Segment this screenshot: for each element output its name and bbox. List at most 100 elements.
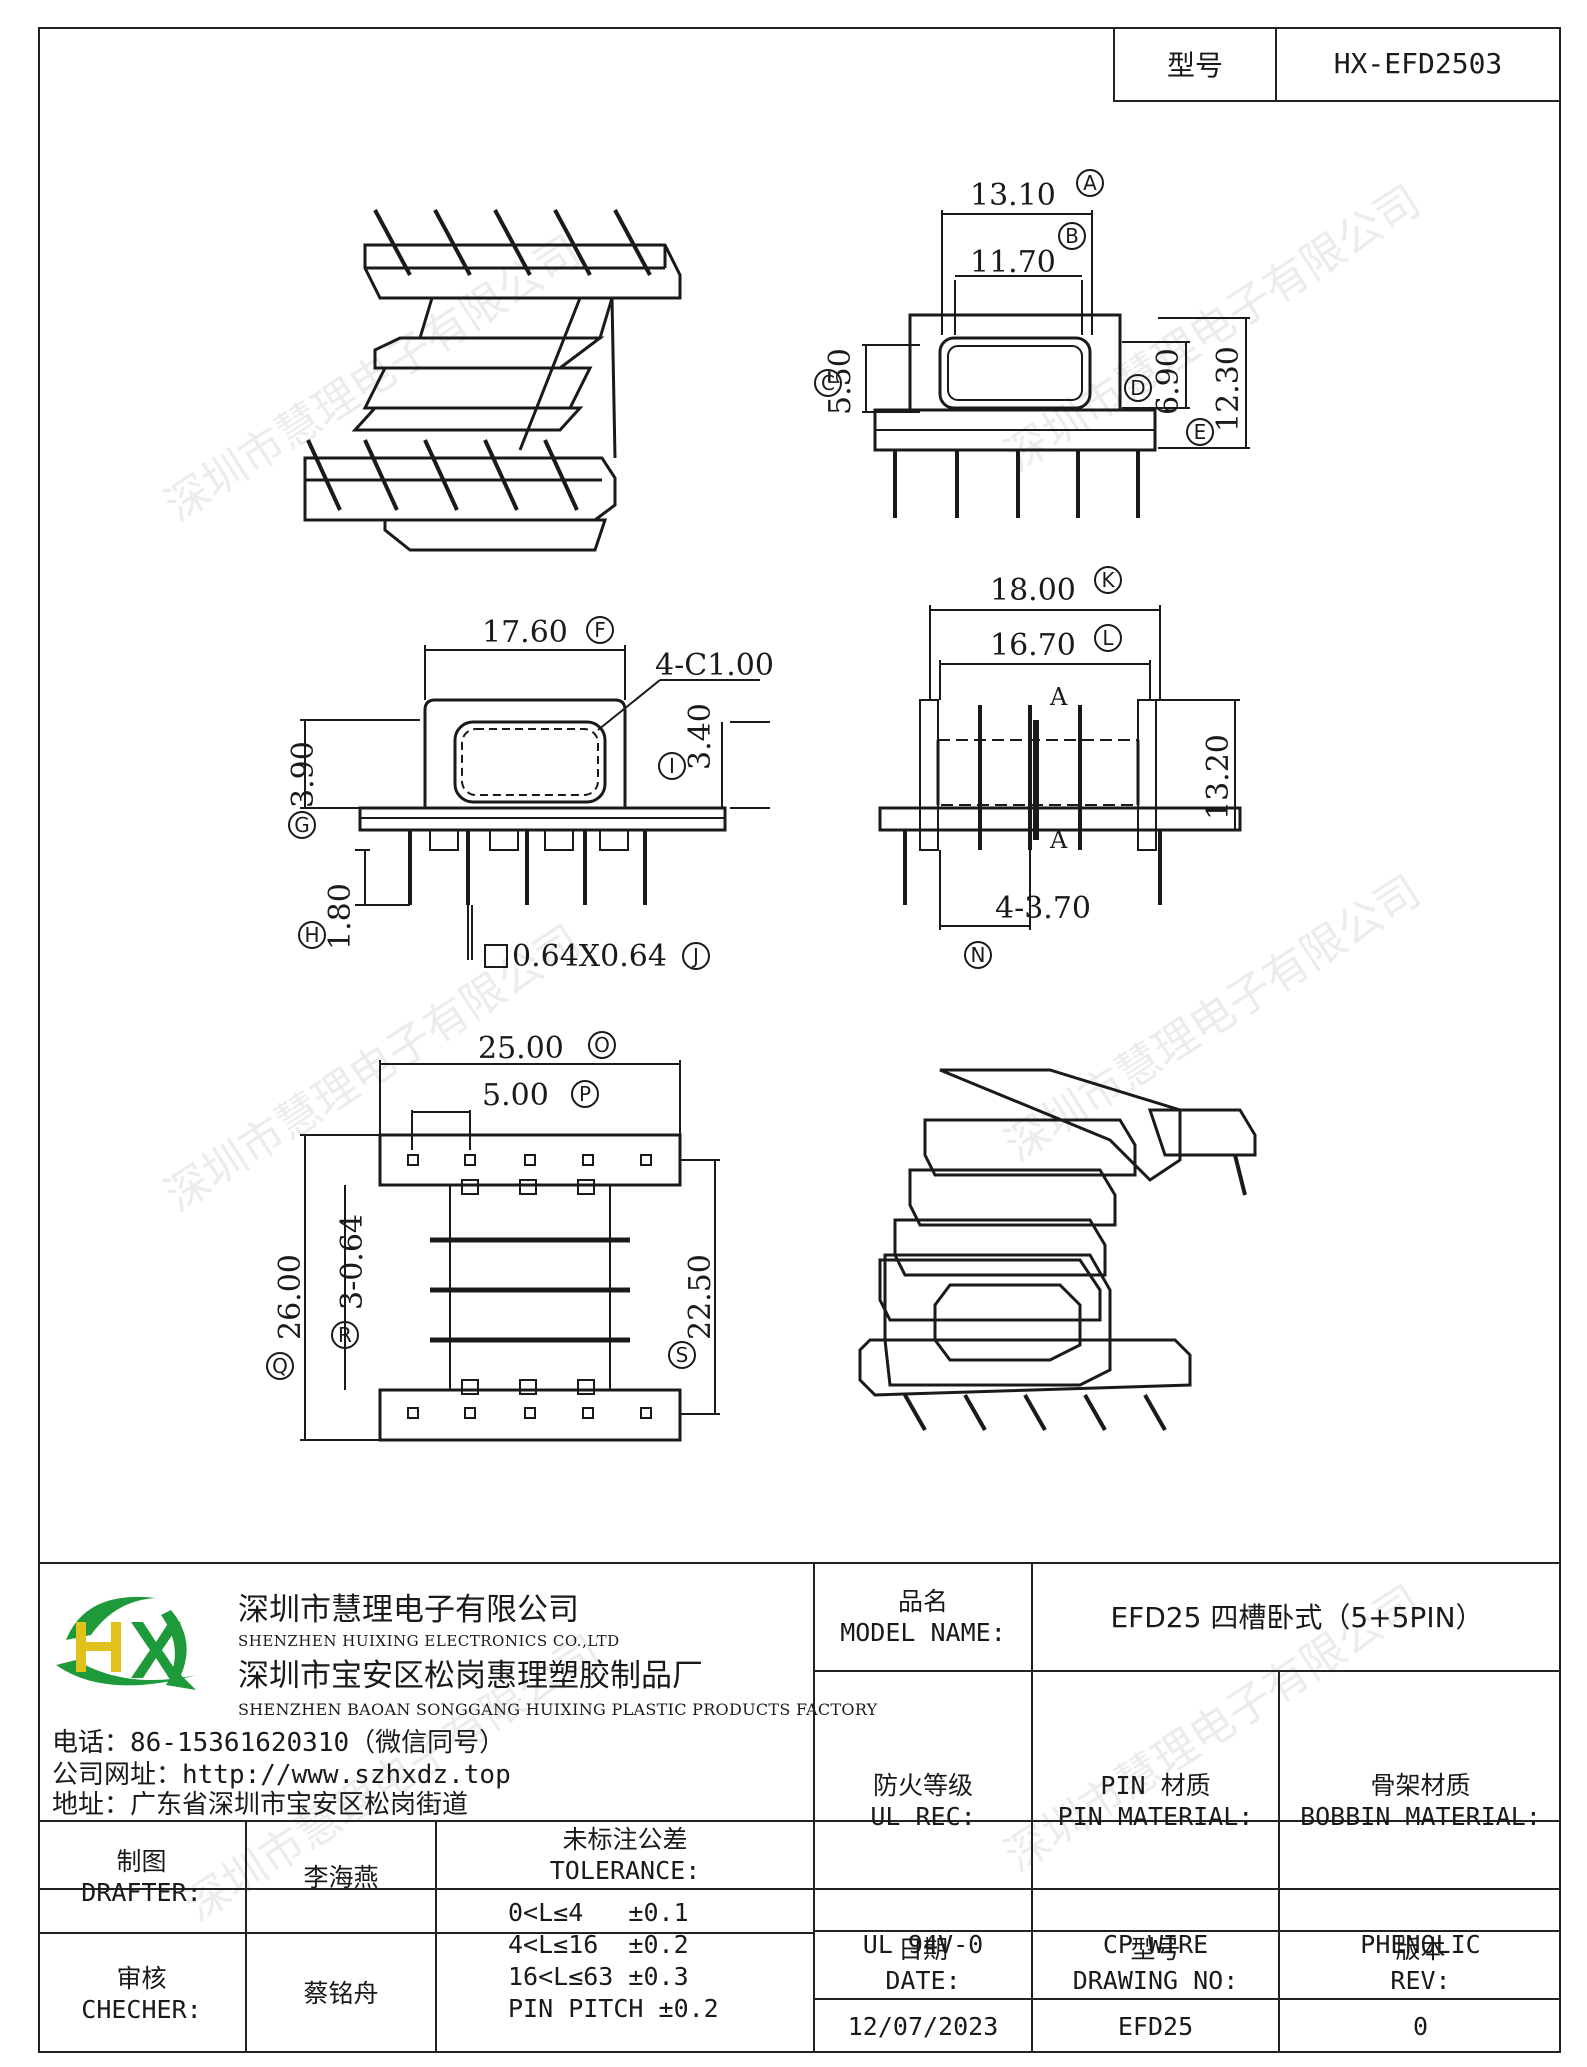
marker-h: H: [298, 921, 326, 949]
dim-e: 12.30: [1211, 346, 1246, 432]
svg-text:L: L: [1102, 626, 1114, 650]
svg-text:O: O: [594, 1033, 610, 1057]
isometric-view-top: [303, 209, 682, 552]
marker-r: R: [331, 1321, 359, 1349]
top-view: [878, 605, 1242, 930]
tolerance-row: 0<L≤4 ±0.1: [508, 1898, 689, 1927]
svg-text:N: N: [971, 943, 986, 967]
factory-name-en: SHENZHEN BAOAN SONGGANG HUIXING PLASTIC …: [238, 1700, 878, 1719]
dim-chamfer: 4-C1.00: [655, 648, 774, 683]
model-header: 型号 HX-EFD2503: [1113, 27, 1561, 102]
bottom-view: [300, 1060, 720, 1442]
company-name-en: SHENZHEN HUIXING ELECTRONICS CO.,LTD: [238, 1632, 620, 1650]
dim-h: 1.80: [323, 883, 358, 950]
tolerance-row: 4<L≤16 ±0.2: [508, 1930, 689, 1959]
svg-text:J: J: [691, 944, 699, 968]
marker-j: J: [682, 942, 710, 970]
svg-text:A: A: [1083, 171, 1097, 195]
svg-text:B: B: [1065, 224, 1079, 248]
marker-l: L: [1094, 624, 1122, 652]
model-value: HX-EFD2503: [1333, 47, 1503, 80]
dim-o: 25.00: [478, 1031, 564, 1066]
tolerance-row: PIN PITCH ±0.2: [508, 1994, 719, 2023]
model-name-value: EFD25 四槽卧式（5+5PIN）: [1110, 1600, 1484, 1634]
marker-e: E: [1186, 418, 1214, 446]
technical-drawing: 13.10 11.70 5.50 6.90 12.30 17.60 4-C1.0…: [266, 169, 1257, 1442]
dim-k: 18.00: [990, 573, 1076, 608]
dim-m: 13.20: [1201, 734, 1236, 820]
dim-i: 3.40: [683, 703, 718, 770]
rev-value: 0: [1412, 2012, 1429, 2041]
marker-a: A: [1076, 169, 1104, 197]
dimension-labels: 13.10 11.70 5.50 6.90 12.30 17.60 4-C1.0…: [273, 178, 1246, 1340]
svg-text:P: P: [579, 1082, 591, 1106]
marker-s: S: [668, 1341, 696, 1369]
company-logo: [56, 1596, 196, 1690]
dim-q: 26.00: [273, 1254, 308, 1340]
svg-text:E: E: [1194, 420, 1207, 444]
marker-n: N: [964, 941, 992, 969]
pin-material-value: CP WIRE: [1102, 1929, 1209, 1959]
section-mark-bottom: A: [1049, 826, 1068, 854]
company-name-cn: 深圳市慧理电子有限公司: [238, 1592, 579, 1628]
bobbin-material-value: PHENOLIC: [1360, 1929, 1481, 1959]
website-text: 公司网址：http://www.szhxdz.top: [52, 1760, 511, 1790]
reference-markers: A B C D E F G H I J K L N O P Q R S: [266, 169, 1214, 1380]
title-block: 深圳市慧理电子有限公司 SHENZHEN HUIXING ELECTRONICS…: [38, 1562, 1561, 2053]
dim-s: 22.50: [683, 1254, 718, 1340]
dim-g: 3.90: [286, 741, 321, 808]
model-label: 型号: [1115, 27, 1277, 100]
ul-rec-value: UL 94V-0: [862, 1929, 984, 1959]
marker-k: K: [1094, 566, 1122, 594]
svg-text:H: H: [304, 923, 319, 947]
factory-name-cn: 深圳市宝安区松岗惠理塑胶制品厂: [238, 1658, 703, 1694]
svg-text:I: I: [669, 754, 675, 778]
marker-d: D: [1124, 374, 1152, 402]
marker-f: F: [586, 616, 614, 644]
dim-l: 16.70: [990, 628, 1076, 663]
checker-value: 蔡铭舟: [303, 1979, 379, 2008]
dim-b: 11.70: [970, 245, 1056, 280]
dim-a: 13.10: [970, 178, 1056, 213]
svg-text:K: K: [1101, 568, 1115, 592]
marker-c: C: [814, 369, 842, 397]
marker-q: Q: [266, 1352, 294, 1380]
svg-text:G: G: [294, 813, 310, 837]
marker-g: G: [288, 811, 316, 839]
section-mark-top: A: [1049, 683, 1068, 711]
dim-r: 3-0.64: [335, 1214, 370, 1310]
drawing-frame: [38, 27, 1561, 2053]
isometric-view-bottom: [858, 1068, 1257, 1431]
marker-o: O: [588, 1031, 616, 1059]
marker-i: I: [658, 752, 686, 780]
dim-f: 17.60: [482, 615, 568, 650]
svg-text:Q: Q: [272, 1354, 288, 1378]
dim-p: 5.00: [482, 1078, 549, 1113]
side-view: [300, 645, 770, 968]
svg-text:F: F: [594, 618, 606, 642]
drafter-value: 李海燕: [303, 1862, 379, 1892]
dim-j: 0.64X0.64: [512, 939, 667, 974]
marker-b: B: [1058, 222, 1086, 250]
tolerance-row: 16<L≤63 ±0.3: [508, 1962, 689, 1991]
phone-text: 电话：86-15361620310（微信同号）: [52, 1728, 506, 1758]
dim-n: 4-3.70: [995, 891, 1091, 926]
front-view: [862, 210, 1250, 518]
address-text: 地址：广东省深圳市宝安区松岗街道: [52, 1790, 469, 1820]
svg-text:R: R: [338, 1323, 352, 1347]
date-value: 12/07/2023: [847, 2012, 999, 2041]
marker-p: P: [571, 1080, 599, 1108]
svg-text:C: C: [821, 371, 835, 395]
svg-text:S: S: [676, 1343, 689, 1367]
drawing-no-value: EFD25: [1117, 2012, 1194, 2041]
